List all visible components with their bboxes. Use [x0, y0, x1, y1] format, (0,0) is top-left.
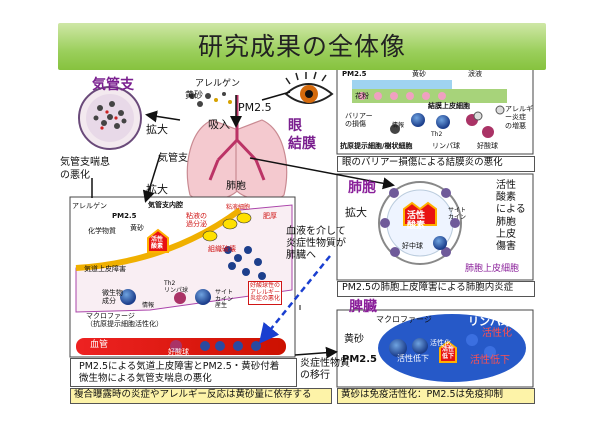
eye-antigen-cells: 抗原提示細胞/樹状細胞 — [340, 142, 413, 150]
trachea-label: 気管支 — [92, 77, 134, 93]
bronchi-chem: 化学物質 — [88, 227, 116, 235]
eye-allergy: アレルギ ー炎症 の増悪 — [505, 105, 533, 130]
eye-illustration — [284, 71, 334, 104]
spleen-active-low-2: 活性低下 — [470, 355, 510, 366]
inhale-label: 吸入 — [208, 118, 230, 131]
alveoli-neutrophil: 好中球 — [402, 242, 423, 250]
spleen-active-low: 活性低下 — [397, 354, 429, 363]
bronchi-epi-damage: 気道上皮障害 — [84, 265, 126, 273]
bronchi-cytokine: サイト カイン 産生 — [215, 289, 234, 310]
eye-pollen: 花粉 — [355, 92, 369, 100]
yellow-sand-label: 黄砂 — [185, 91, 204, 101]
bottom-right-box: 黄砂は免疫活性化：PM2.5は免疫抑制 — [337, 388, 535, 404]
bronchi-fibrosis: 組織破壊 — [208, 245, 236, 253]
eye-lymph: リンパ球 — [432, 142, 460, 150]
enlarge-label-2: 拡大 — [146, 183, 168, 196]
spleen-yellow-sand: 黄砂 — [344, 334, 364, 345]
bottom-left-box: 複合曝露時の炎症やアレルギー反応は黄砂量に依存する — [70, 388, 332, 404]
bottom-right-caption: 黄砂は免疫活性化：PM2.5は免疫抑制 — [341, 389, 504, 400]
eye-epithelium: 結膜上皮細胞 — [428, 102, 470, 110]
bronchi-eosinophil: 好酸球 — [168, 348, 189, 356]
spleen-label: 脾臓 — [349, 299, 377, 315]
bronchi-allergen: アレルゲン — [72, 202, 107, 210]
bronchi-caption-box: PM2.5による気道上皮障害とPM2.5・黄砂付着 微生物による気管支喘息の悪化 — [70, 358, 297, 387]
bronchi-eos-inflammation: 好酸球性の アレルギー 炎症の悪化 — [248, 281, 283, 305]
migration-text: 炎症性物質 の移行 — [300, 358, 350, 381]
spleen-macrophage: マクロファージ — [376, 315, 432, 324]
alveoli-enlarge: 拡大 — [345, 206, 367, 219]
enlarge-label-1: 拡大 — [146, 123, 168, 136]
bronchi-mucus-excess: 粘液の 過分泌 — [186, 212, 207, 228]
bronchi-mucus: 粘液細胞 — [226, 204, 251, 211]
page-title: 研究成果の全体像 — [197, 32, 406, 61]
eye-info: 情報 — [392, 122, 405, 129]
alveoli-epi-cell: 肺胞上皮細胞 — [465, 264, 520, 274]
eye-pm25: PM2.5 — [342, 70, 367, 78]
alveoli-side-text: 活性 酸素 による 肺胞 上皮 傷害 — [496, 180, 526, 252]
bronchi-smooth: 肥厚 — [263, 212, 277, 220]
spleen-activation: 活性化 — [482, 328, 512, 339]
spleen-activation-2: 活性化 — [430, 339, 451, 347]
bronchi-active-oxygen: 活性 酸素 — [151, 236, 164, 250]
eye-panel-graphics — [352, 80, 507, 138]
eye-th2: Th2 — [431, 131, 443, 138]
bottom-left-caption: 複合曝露時の炎症やアレルギー反応は黄砂量に依存する — [74, 389, 312, 400]
bronchi-lumen: 気管支内腔 — [148, 201, 183, 209]
alveoli-caption: PM2.5の肺胞上皮障害による肺胞内炎症 — [342, 282, 514, 293]
alveoli-cytokine: サイト カイン — [448, 207, 467, 221]
bronchi-th2: Th2 リンパ球 — [164, 280, 189, 294]
eye-yellow-sand: 黄砂 — [412, 70, 426, 78]
spleen-pm25: PM2.5 — [342, 354, 377, 365]
bronchi-yellow-sand: 黄砂 — [130, 224, 144, 232]
blood-transfer-text: 血液を介して 炎症性物質が 肺臓へ — [286, 226, 346, 261]
bronchi-pm25: PM2.5 — [112, 212, 137, 220]
eye-conjunctiva-label: 眼 結膜 — [288, 118, 316, 152]
flow-arrows — [91, 91, 395, 359]
bronchi-vessel: 血管 — [90, 340, 109, 350]
alveoli-graphics — [378, 181, 462, 265]
bronchi-microbe: 微生物 成分 — [102, 289, 123, 305]
bronchi-macrophage: マクロファージ （抗原提示細胞活性化） — [86, 312, 163, 329]
spleen-active-low-3: 活性 低下 — [442, 346, 455, 360]
alveoli-caption-box: PM2.5の肺胞上皮障害による肺胞内炎症 — [337, 281, 535, 297]
alveoli-active-oxygen: 活性 酸素 — [407, 211, 426, 231]
particles-top — [189, 92, 232, 107]
eye-caption-box: 眼のバリアー損傷による結膜炎の悪化 — [337, 156, 535, 172]
spleen-lymph: リンパ球 — [468, 315, 512, 328]
eye-barrier-damage: バリアー の損傷 — [345, 112, 373, 129]
trachea-cross-section — [78, 86, 142, 150]
eye-caption: 眼のバリアー損傷による結膜炎の悪化 — [342, 157, 503, 168]
bronchi-caption: PM2.5による気道上皮障害とPM2.5・黄砂付着 微生物による気管支喘息の悪化 — [79, 361, 280, 384]
spleen-graphics — [378, 314, 526, 382]
alveoli-small-label: 肺胞 — [226, 181, 246, 192]
eye-tears: 涙液 — [468, 70, 482, 78]
asthma-worsening-label: 気管支喘息 の悪化 — [60, 157, 110, 181]
pm25-label: PM2.5 — [238, 101, 272, 114]
title-bar — [58, 23, 546, 70]
eye-eosinophil: 好酸球 — [477, 142, 498, 150]
bronchi-info: 情報 — [142, 302, 155, 309]
alveoli-label: 肺胞 — [348, 180, 376, 196]
bronchi-graphics — [75, 204, 293, 355]
trachea-small-label: 気管支 — [158, 153, 188, 164]
allergen-label: アレルゲン — [195, 79, 241, 89]
